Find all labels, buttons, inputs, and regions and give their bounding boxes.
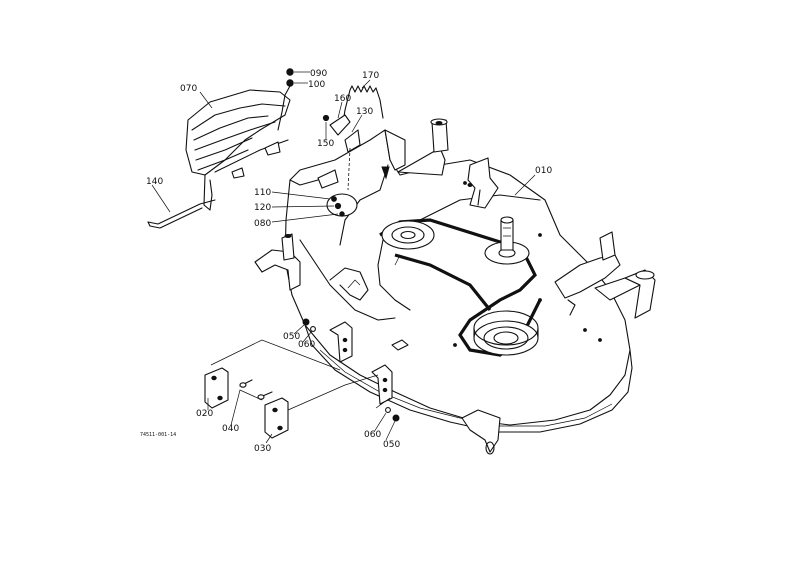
nut-100 (286, 79, 294, 87)
idler-bracket-right (554, 231, 656, 319)
plate-030 (264, 397, 289, 439)
callout-170: 170 (362, 71, 379, 81)
discharge-chute-cover (185, 89, 291, 211)
deck-details (381, 166, 602, 351)
leader-lines (151, 71, 536, 444)
bracket-upper-right (467, 157, 499, 209)
washer-060-lower (385, 407, 391, 413)
hinge-rod (147, 199, 216, 229)
nut-050-lower (392, 414, 400, 422)
callout-080: 080 (254, 219, 271, 229)
spring-anchor-bracket (289, 114, 361, 191)
washer-090 (286, 68, 294, 76)
callout-110: 110 (254, 188, 271, 198)
callout-090: 090 (310, 69, 327, 79)
callout-120: 120 (254, 203, 271, 213)
nut-050-upper (302, 318, 310, 326)
plate-020 (204, 367, 229, 409)
callout-060-lower: 060 (364, 430, 381, 440)
center-spindle-shaft (500, 219, 514, 251)
callout-130: 130 (356, 107, 373, 117)
callout-150: 150 (317, 139, 334, 149)
bolt-110 (331, 196, 337, 202)
drawing-reference-code: 74511-001-14 (140, 432, 176, 438)
callout-040: 040 (222, 424, 239, 434)
washer-080 (339, 211, 345, 217)
bracket-left-upper (254, 249, 301, 291)
rear-bracket-tower (384, 118, 499, 209)
callout-020: 020 (196, 409, 213, 419)
side-mount-brackets (204, 233, 501, 455)
bracket-left-lower (371, 364, 393, 405)
callout-010: 010 (535, 166, 552, 176)
callout-070: 070 (180, 84, 197, 94)
bracket-left-mid (329, 321, 353, 363)
callout-100: 100 (308, 80, 325, 90)
part-callouts: 070 090 100 170 160 130 150 010 140 110 … (140, 69, 552, 454)
callout-060-upper: 060 (298, 340, 315, 350)
callout-050-upper: 050 (283, 332, 300, 342)
callout-030: 030 (254, 444, 271, 454)
belt-and-pulleys (379, 216, 542, 357)
callout-140: 140 (146, 177, 163, 187)
callout-050-lower: 050 (383, 440, 400, 450)
washer-060-upper (310, 326, 316, 332)
nut-120 (334, 202, 342, 210)
bracket-front-wheel (461, 409, 501, 453)
fasteners-upper (277, 68, 358, 217)
callout-160: 160 (334, 94, 351, 104)
